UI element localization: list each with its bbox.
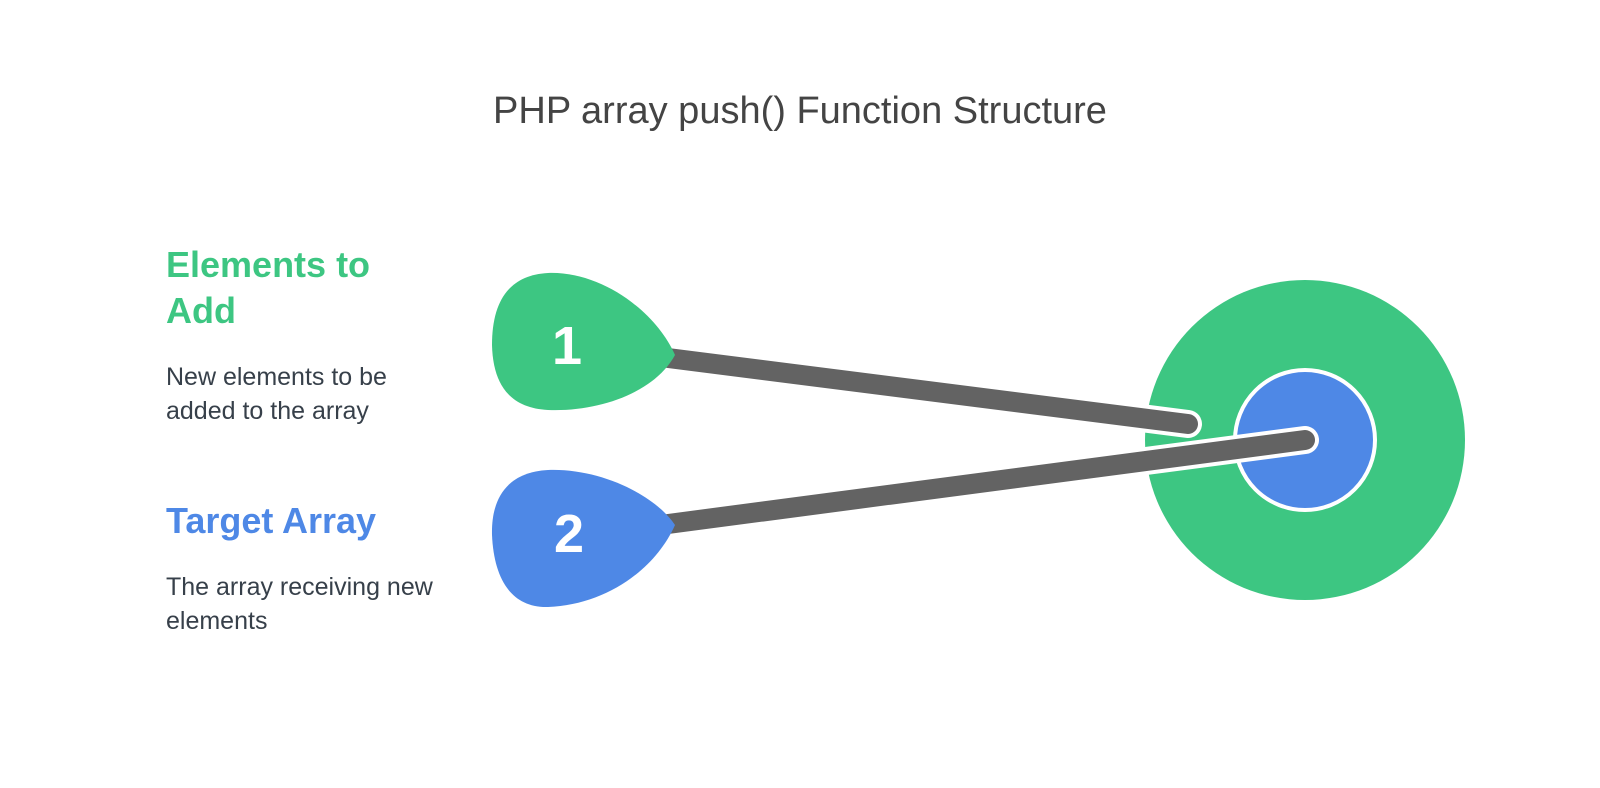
item-2-description: The array receiving new elements bbox=[166, 573, 433, 635]
connector-2 bbox=[658, 430, 1315, 534]
marker-1 bbox=[492, 272, 675, 411]
diagram-title: PHP array push() Function Structure bbox=[493, 90, 1107, 132]
marker-2 bbox=[491, 469, 675, 608]
item-1-description: New elements to be added to the array bbox=[166, 363, 387, 425]
marker-2-number: 2 bbox=[554, 504, 584, 564]
marker-1-number: 1 bbox=[552, 316, 582, 376]
item-2-heading: Target Array bbox=[166, 500, 377, 541]
item-1-heading: Elements to Add bbox=[166, 244, 371, 331]
connector-1 bbox=[658, 348, 1198, 434]
